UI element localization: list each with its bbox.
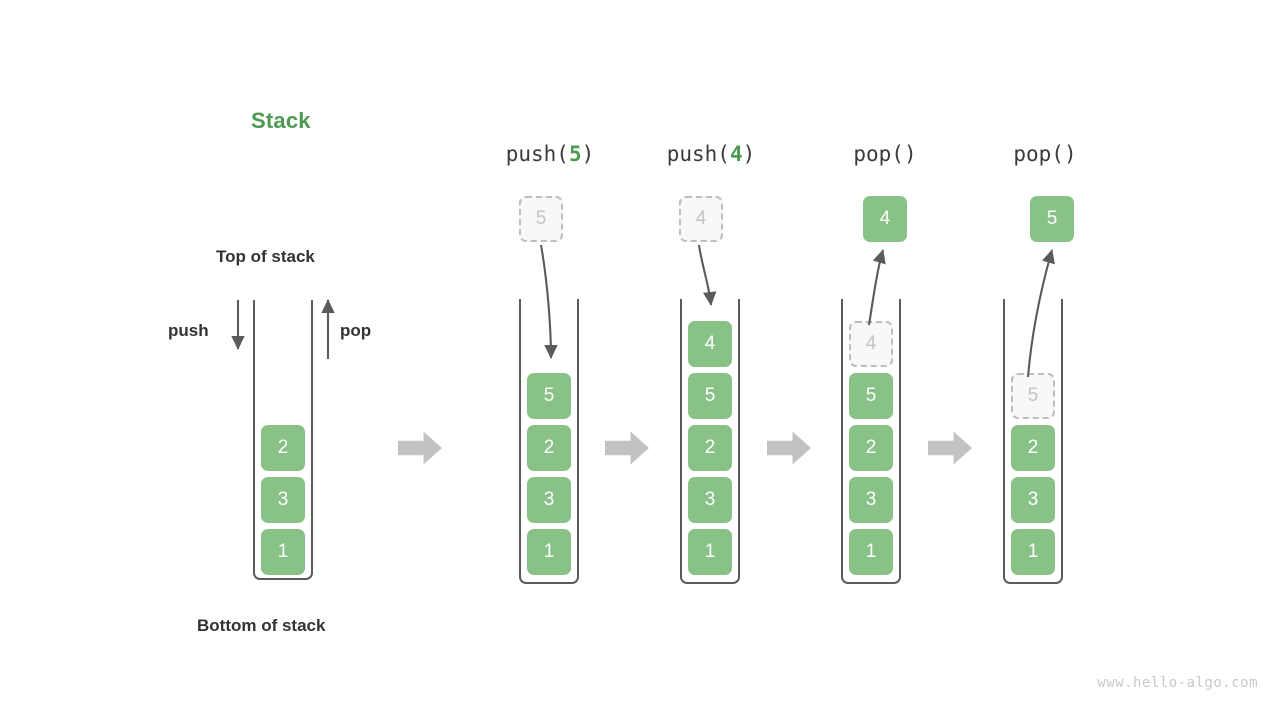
stack-container xyxy=(841,299,901,584)
stack-cell: 2 xyxy=(688,425,732,471)
stack-cell: 2 xyxy=(1011,425,1055,471)
op-header-1: push(4) xyxy=(621,142,801,166)
external-cell-ghost: 5 xyxy=(519,196,563,242)
stack-cell: 2 xyxy=(849,425,893,471)
transition-arrow-icon xyxy=(767,431,811,465)
stack-cell: 3 xyxy=(1011,477,1055,523)
page-title: Stack xyxy=(251,108,311,133)
stack-cell-ghost: 4 xyxy=(849,321,893,367)
bottom-of-stack-label: Bottom of stack xyxy=(197,616,326,635)
transition-arrow-icon xyxy=(605,431,649,465)
stack-container xyxy=(680,299,740,584)
stack-cell: 4 xyxy=(688,321,732,367)
stack-cell: 2 xyxy=(527,425,571,471)
stack-cell: 5 xyxy=(849,373,893,419)
stack-cell: 3 xyxy=(849,477,893,523)
stack-cell: 3 xyxy=(261,477,305,523)
op-header-3-prefix: pop( xyxy=(1013,142,1064,166)
push-label: push xyxy=(168,321,209,340)
stack-container-initial xyxy=(253,300,313,580)
stack-cell: 3 xyxy=(688,477,732,523)
stack-cell: 1 xyxy=(527,529,571,575)
op-header-2: pop() xyxy=(795,142,975,166)
push-4-flow-arrow-icon xyxy=(697,244,717,306)
op-header-3: pop() xyxy=(955,142,1135,166)
op-header-0-arg: 5 xyxy=(568,142,582,166)
op-header-0-prefix: push( xyxy=(505,142,569,166)
stack-cell: 1 xyxy=(688,529,732,575)
pop-label: pop xyxy=(340,321,372,340)
op-header-3-suffix: ) xyxy=(1063,142,1077,166)
stack-cell: 3 xyxy=(527,477,571,523)
stack-cell-ghost: 5 xyxy=(1011,373,1055,419)
stack-cell: 5 xyxy=(527,373,571,419)
op-header-2-suffix: ) xyxy=(903,142,917,166)
stack-container xyxy=(519,299,579,584)
stack-cell: 5 xyxy=(688,373,732,419)
stack-cell: 1 xyxy=(1011,529,1055,575)
op-header-1-arg: 4 xyxy=(729,142,743,166)
stack-cell: 1 xyxy=(261,529,305,575)
top-of-stack-label: Top of stack xyxy=(216,247,315,266)
op-header-1-prefix: push( xyxy=(666,142,730,166)
watermark: www.hello-algo.com xyxy=(1097,675,1258,691)
op-header-0: push(5) xyxy=(460,142,640,166)
transition-arrow-icon xyxy=(928,431,972,465)
external-cell-popped: 5 xyxy=(1030,196,1074,242)
stack-container xyxy=(1003,299,1063,584)
stack-cell: 2 xyxy=(261,425,305,471)
external-cell-popped: 4 xyxy=(863,196,907,242)
stack-cell: 1 xyxy=(849,529,893,575)
op-header-0-suffix: ) xyxy=(581,142,595,166)
op-header-1-suffix: ) xyxy=(742,142,756,166)
transition-arrow-icon xyxy=(398,431,442,465)
op-header-2-prefix: pop( xyxy=(853,142,904,166)
external-cell-ghost: 4 xyxy=(679,196,723,242)
